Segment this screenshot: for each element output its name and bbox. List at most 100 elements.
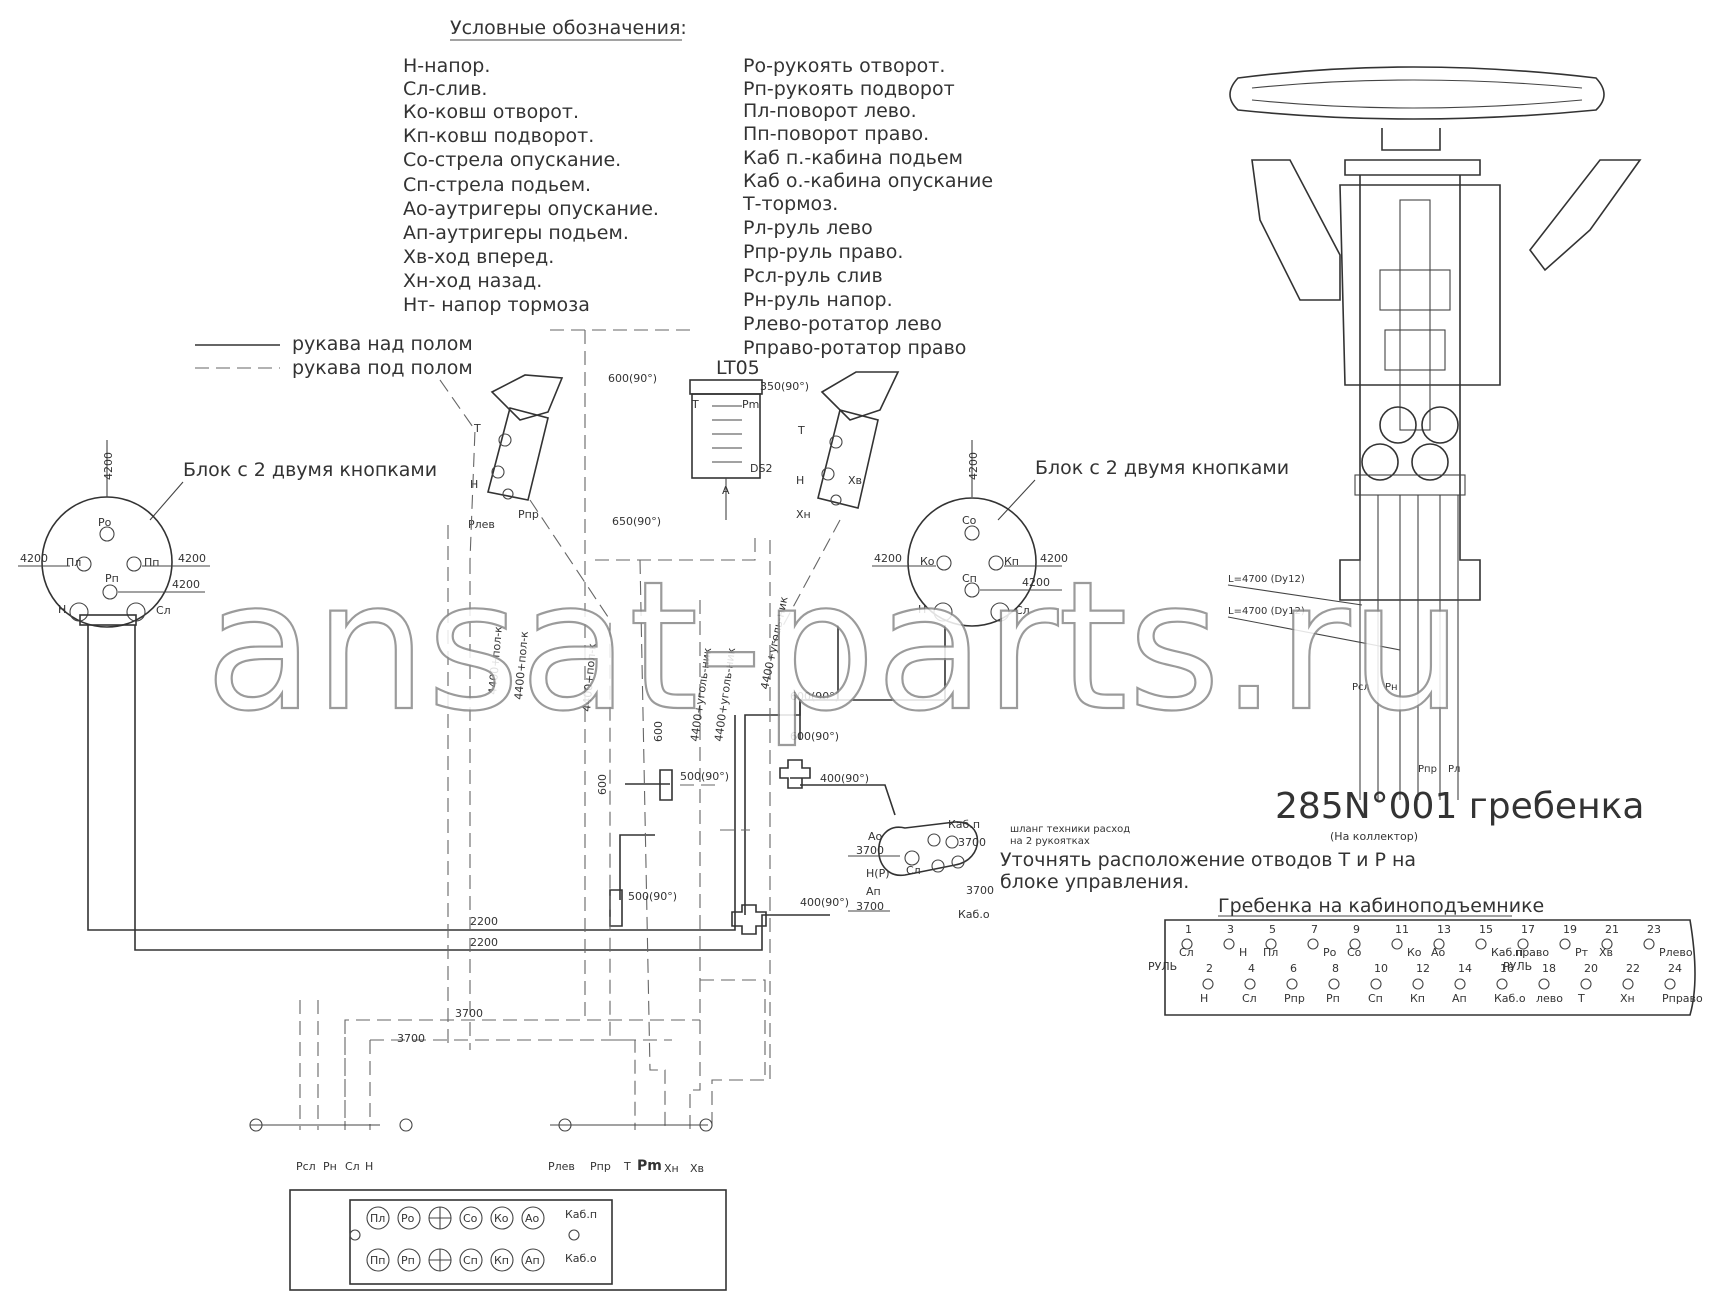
legend-item: Каб о.-кабина опускание (743, 170, 993, 192)
port-label: Со (962, 514, 977, 527)
port-sp (964, 582, 980, 598)
comb-slot (1517, 938, 1529, 950)
dim-label: 4400+пол-к (580, 642, 599, 712)
valve-label: Pm (742, 398, 759, 411)
panel-label: Каб.п (565, 1208, 597, 1221)
dim-label: 600 (596, 774, 609, 795)
dim-label: 2200 (470, 915, 498, 928)
pipe-solid (619, 783, 670, 900)
pipe-solid (87, 625, 736, 931)
comb-slot (1496, 978, 1508, 990)
steering-label: Рл (1448, 764, 1460, 775)
port-n (933, 602, 953, 622)
comb-slot-number: 10 (1374, 962, 1388, 975)
port-so (964, 525, 980, 541)
pipe-dashed (439, 379, 476, 561)
right-block-body (907, 497, 1037, 627)
comb-slot (1223, 938, 1235, 950)
comb-slot-number: 8 (1332, 962, 1339, 975)
port-label: Ко (920, 555, 935, 568)
fitting-label: Рсл (296, 1160, 316, 1173)
comb-slot (1580, 978, 1592, 990)
pedal-body (817, 409, 879, 509)
legend-item: Рсл-руль слив (743, 265, 883, 287)
dim-label: 500(90°) (628, 890, 677, 903)
comb-slots: 1Сл3Н5Пл7Ро9Со11Ко13Ао15Каб.п17право19Рт… (1179, 923, 1703, 1005)
steering-wheel-rim (1251, 79, 1583, 109)
comb-slot-label: Ро (1323, 946, 1337, 959)
legend-item: Ко-ковш отворот. (403, 101, 579, 123)
cross-fitting (731, 904, 767, 935)
notes: шланг техники расход на 2 рукоятках Уточ… (1000, 824, 1416, 893)
steering-wheel (1229, 66, 1605, 120)
dim-label: 4200 (178, 552, 206, 565)
fitting-label: Т (623, 1160, 631, 1173)
steering-label: L=4700 (Dy12) (1228, 606, 1305, 617)
leader-line (149, 481, 184, 521)
cab-lift-block: Ао 3700 Н(Р) Сл Ап 3700 Каб.п 3700 3700 … (848, 818, 994, 921)
cab-port (904, 850, 920, 866)
comb-slot (1181, 938, 1193, 950)
fitting-label: Рн (323, 1160, 337, 1173)
comb-slot (1454, 978, 1466, 990)
legend-item: Ро-рукоять отворот. (743, 55, 945, 77)
panel-port-cross (429, 1207, 451, 1229)
comb-slot (1643, 938, 1655, 950)
panel-outer (289, 1189, 727, 1291)
cab-label: 3700 (958, 836, 986, 849)
legend-item: Рпр-руль право. (743, 241, 903, 263)
port-sl (990, 602, 1010, 622)
bottom-fittings: Рсл Рн Сл Н Рлев Рпр Т Pm Хн Хв (249, 1118, 713, 1175)
fitting-label: Сл (345, 1160, 360, 1173)
panel-port-label: Пл (370, 1212, 385, 1225)
comb-slot-label: лево (1536, 992, 1563, 1005)
comb-slot (1370, 978, 1382, 990)
comb-slot-number: 22 (1626, 962, 1640, 975)
pedal-label: Хв (848, 474, 862, 487)
panel-label: Каб.о (565, 1252, 597, 1265)
valve-spring (712, 405, 742, 463)
column-flange (1354, 474, 1466, 496)
panel-port (366, 1206, 390, 1230)
comb-slot-number: 15 (1479, 923, 1493, 936)
cab-comb-title: Гребенка на кабиноподъемнике (1218, 895, 1544, 917)
pedal-plate (490, 374, 564, 421)
port-rp (102, 584, 118, 600)
comb-slot (1538, 978, 1550, 990)
note-small: шланг техники расход (1010, 824, 1130, 835)
legend-item: Рправо-ротатор право (743, 337, 966, 359)
comb-slot-label: Ко (1407, 946, 1422, 959)
comb-header: 285N°001 гребенка (На коллектор) (1275, 786, 1644, 843)
pipe-dashed (711, 540, 771, 1130)
port-label: Пл (66, 556, 81, 569)
valve-label: Т (691, 398, 699, 411)
comb-slot-number: 14 (1458, 962, 1472, 975)
panel-port-label: Пп (370, 1254, 385, 1267)
panel-inner (349, 1199, 613, 1285)
comb-slot-label: Рпр (1284, 992, 1305, 1005)
comb-slot-label: право (1515, 946, 1549, 959)
comb-slot-label: Рлево (1659, 946, 1693, 959)
comb-slot-number: 11 (1395, 923, 1409, 936)
dim-label: 4200 (1040, 552, 1068, 565)
cab-port (927, 833, 941, 847)
legend-item: Т-тормоз. (742, 193, 838, 215)
comb-slot-number: 13 (1437, 923, 1451, 936)
hose-over-label: рукава над полом (292, 333, 473, 355)
dim-label: 3700 (397, 1032, 425, 1045)
panel-port-cross (429, 1249, 451, 1271)
pedal-label: Рлев (468, 518, 495, 531)
legend-item: Рп-рукоять подворот (743, 78, 955, 100)
comb-slot (1559, 938, 1571, 950)
comb-slot-label: Ап (1452, 992, 1467, 1005)
dim-label: 600(90°) (790, 690, 839, 703)
legend: Условные обозначения: Н-напор. Сл-слив. … (195, 17, 993, 379)
legend-item: Со-стрела опускание. (403, 149, 621, 171)
comb-slot-number: 1 (1185, 923, 1192, 936)
port-pl (76, 556, 92, 572)
cab-port (945, 835, 959, 849)
panel-port (521, 1248, 545, 1272)
fitting-bolt (558, 1118, 572, 1132)
